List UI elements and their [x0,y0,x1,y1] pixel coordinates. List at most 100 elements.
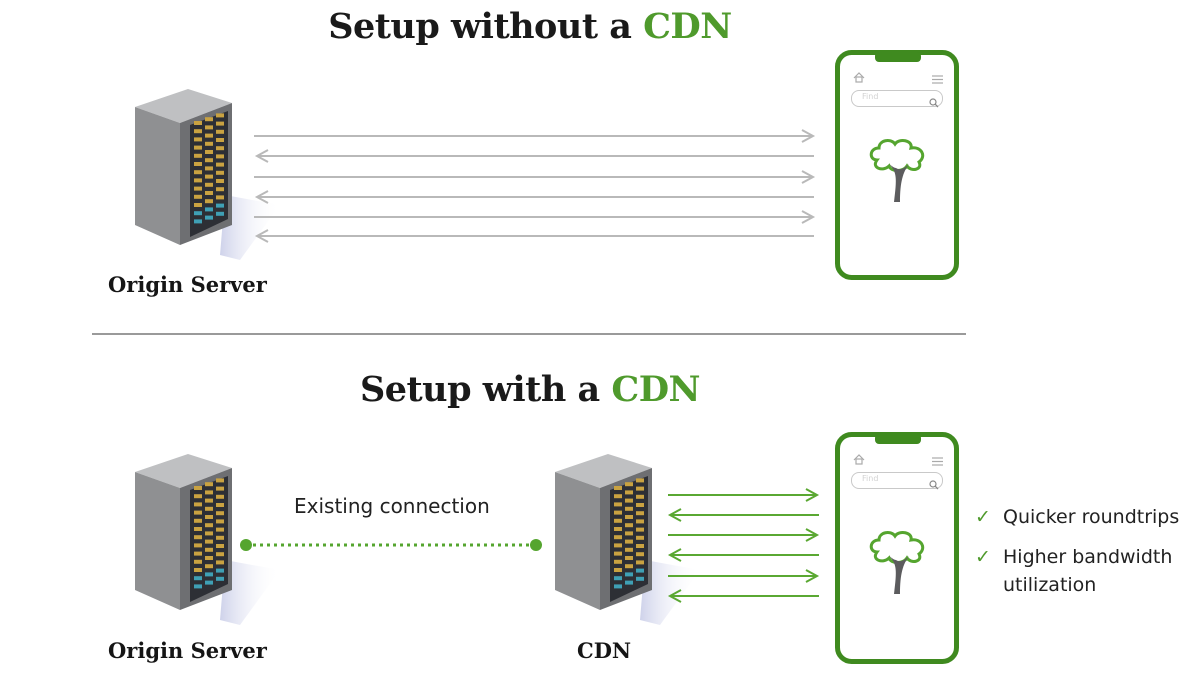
drive-bay [205,506,213,511]
benefit-text: Higher bandwidth utilization [1003,546,1173,596]
title-with-cdn: Setup with a CDN [0,369,1060,410]
drive-bay [205,117,213,122]
drive-bay [194,153,202,158]
search-placeholder: Find [862,92,879,101]
drive-bay [614,543,622,548]
origin-server-icon [135,89,280,260]
drive-bay [205,531,213,536]
drive-bay [194,145,202,150]
drive-bay [216,494,224,499]
drive-bay [205,207,213,212]
drive-bay [194,121,202,125]
drive-bay [216,138,224,142]
drive-bay [216,179,224,183]
section-divider [92,333,966,335]
drive-bay [205,539,213,544]
drive-bay [625,523,633,528]
drive-bay [194,494,202,499]
drive-bay [614,527,622,531]
benefit-item: ✓ Higher bandwidth utilization [975,543,1193,599]
check-icon: ✓ [975,546,991,568]
drive-bay [636,535,644,540]
drive-bay [205,191,213,195]
tree-logo-icon [867,530,929,602]
drive-bay [636,494,644,499]
drive-bay [205,182,213,187]
drive-bay [216,568,224,573]
drive-bay [614,494,622,499]
drive-bay [625,515,633,519]
drive-bay [216,503,224,507]
check-icon: ✓ [975,506,991,528]
drive-bay [194,568,202,572]
drive-bay [194,527,202,531]
drive-bay [194,162,202,166]
drive-bay [216,519,224,524]
drive-bay [625,539,633,544]
drive-bay [625,547,633,552]
drive-bay [194,502,202,507]
drive-bay [205,490,213,495]
drive-bay [636,478,644,483]
title-without-cdn-prefix: Setup without a [328,6,644,47]
phone-frame [835,432,959,664]
drive-bay [614,502,622,507]
drive-bay [625,531,633,536]
drive-bay [614,576,622,581]
drive-bay [205,150,213,154]
menu-icon[interactable] [932,69,943,88]
drive-bay [636,503,644,507]
drive-bay [205,482,213,487]
drive-bay [636,486,644,491]
drive-bay [636,527,644,532]
origin-server-label: Origin Server [108,638,267,663]
drive-bay [216,113,224,118]
drive-bay [194,178,202,183]
search-bar[interactable]: Find [851,90,943,108]
drive-bay [194,186,202,191]
drive-bay [216,527,224,532]
search-bar[interactable]: Find [851,472,943,490]
home-icon[interactable] [853,450,865,469]
drive-bay [194,486,202,490]
drive-bay [205,498,213,503]
drive-bay [205,572,213,577]
drive-bay [205,166,213,171]
drive-bay [636,511,644,516]
tree-logo-icon [867,138,929,210]
drive-bay [216,195,224,200]
drive-bay [614,568,622,572]
drive-bay [194,543,202,548]
drive-bay [636,568,644,573]
connection-label: Existing connection [294,494,490,518]
drive-bay [636,544,644,548]
drive-bay [636,519,644,524]
drive-bay [205,547,213,552]
drive-bay [205,133,213,138]
drive-bay [194,219,202,224]
title-with-cdn-prefix: Setup with a [359,369,612,410]
drive-bay [216,146,224,151]
drive-bay [205,158,213,163]
drive-bay [614,584,622,589]
drive-bay [625,482,633,487]
drive-bay [625,580,633,585]
drive-bay [216,170,224,175]
drive-bay [625,564,633,569]
title-without-cdn-accent: CDN [643,6,732,47]
title-with-cdn-accent: CDN [611,369,701,410]
drive-bay [205,556,213,560]
cdn-arrows [667,488,820,603]
drive-bay [194,535,202,540]
drive-bay [194,551,202,556]
drive-bay [216,121,224,126]
drive-bay [625,490,633,495]
connection-endpoint [530,539,542,551]
menu-icon[interactable] [932,451,943,470]
origin-server-label: Origin Server [108,272,267,297]
phone-frame [835,50,959,280]
search-icon[interactable] [929,93,939,112]
home-icon[interactable] [853,68,865,87]
search-icon[interactable] [929,475,939,494]
drive-bay [194,518,202,523]
